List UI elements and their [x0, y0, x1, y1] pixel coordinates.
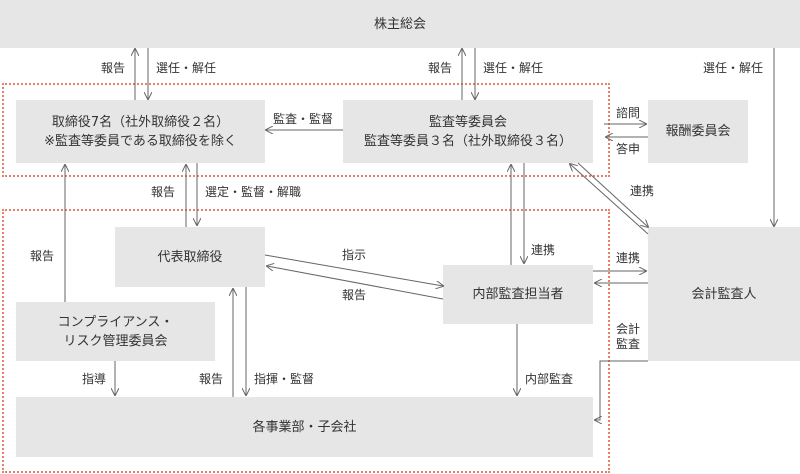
arrow-instruct: [264, 254, 443, 286]
shareholders-meeting-label: 株主総会: [373, 16, 426, 32]
label-reply: 答申: [616, 142, 641, 156]
label-consult: 諮問: [616, 106, 641, 120]
arrow-report-internal-auditor-to-president: [267, 266, 444, 300]
arrow-accounting-audit: [595, 360, 648, 420]
label-accounting-audit-1: 会計: [616, 322, 641, 336]
audit-committee-members: 監査等委員３名（社外取締役３名）: [363, 133, 572, 149]
compliance-committee-box: コンプライアンス・ リスク管理委員会: [16, 302, 215, 361]
label-coop-internal-auditor-auditor: 連携: [616, 251, 641, 265]
board-of-directors-title: 取締役7名（社外取締役２名）: [51, 114, 230, 130]
label-report-internal-auditor: 報告: [342, 288, 367, 302]
label-guidance: 指導: [82, 372, 107, 386]
representative-director-label: 代表取締役: [157, 249, 223, 265]
board-of-directors-note: ※監査等委員である取締役を除く: [44, 133, 237, 149]
label-elect-directors: 選任・解任: [156, 61, 217, 75]
label-instruct: 指示: [342, 248, 367, 262]
compensation-committee-label: 報酬委員会: [665, 124, 731, 139]
label-report-audit-committee: 報告: [428, 61, 453, 75]
label-internal-audit: 内部監査: [525, 372, 574, 386]
compliance-committee-line2: リスク管理委員会: [63, 333, 168, 349]
label-select-supervise-dismiss: 選定・監督・解職: [205, 185, 302, 199]
arrow-coop-audit-committee-to-auditor: [577, 162, 648, 227]
board-of-directors-box: 取締役7名（社外取締役２名） ※監査等委員である取締役を除く: [16, 100, 265, 163]
label-elect-accounting-auditor: 選任・解任: [703, 61, 764, 75]
divisions-subsidiaries-label: 各事業部・子会社: [252, 419, 357, 435]
arrow-coop-auditor-to-audit-committee: [570, 164, 649, 235]
label-accounting-audit-2: 監査: [616, 337, 641, 351]
accounting-auditor-box: 会計監査人: [648, 227, 800, 361]
audit-committee-title: 監査等委員会: [428, 114, 507, 130]
execution-group-frame: [2, 209, 610, 473]
label-report-directors: 報告: [101, 61, 126, 75]
label-elect-audit-committee: 選任・解任: [483, 61, 544, 75]
representative-director-box: 代表取締役: [115, 227, 265, 287]
accounting-auditor-label: 会計監査人: [691, 286, 757, 302]
compensation-committee-box: 報酬委員会: [648, 100, 748, 163]
label-report-divisions: 報告: [199, 372, 224, 386]
shareholders-meeting-box: 株主総会: [0, 0, 800, 48]
internal-auditor-label: 内部監査担当者: [472, 287, 564, 302]
label-report-president: 報告: [151, 185, 176, 199]
label-coop-audit-committee-auditor: 連携: [630, 184, 655, 198]
audit-committee-box: 監査等委員会 監査等委員３名（社外取締役３名）: [343, 100, 593, 163]
compliance-committee-line1: コンプライアンス・: [57, 314, 174, 330]
divisions-subsidiaries-box: 各事業部・子会社: [16, 397, 593, 457]
label-audit-supervise: 監査・監督: [273, 112, 334, 126]
label-report-compliance: 報告: [30, 249, 55, 263]
board-group-frame: [2, 83, 610, 177]
label-command-supervise: 指揮・監督: [254, 372, 315, 386]
internal-auditor-box: 内部監査担当者: [443, 265, 593, 324]
label-coop-internal-auditor-audit-committee: 連携: [531, 243, 556, 257]
